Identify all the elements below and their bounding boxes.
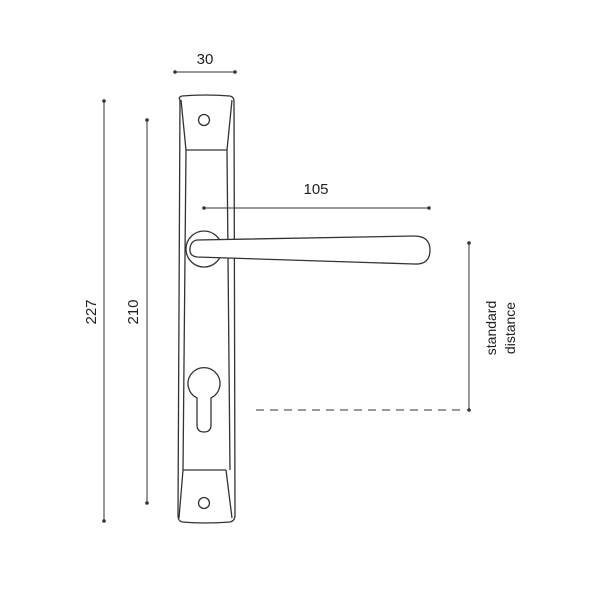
- plate-width-label: 30: [197, 51, 214, 68]
- lever-handle: [189, 235, 431, 265]
- hole-spacing-label: 210: [125, 299, 142, 324]
- backplate: [177, 94, 236, 524]
- dimension-plate-width: 30: [173, 51, 237, 74]
- screw-hole-top: [197, 113, 211, 127]
- dimension-overall-height: 227: [83, 99, 106, 523]
- standard-distance-label-2: distance: [502, 302, 518, 354]
- dimension-standard-distance: standard distance: [256, 241, 518, 412]
- screw-hole-bottom: [197, 496, 211, 510]
- overall-height-label: 227: [83, 299, 100, 324]
- lever-length-label: 105: [303, 181, 328, 198]
- standard-distance-label-1: standard: [483, 301, 499, 355]
- dimension-hole-spacing: 210: [125, 118, 149, 505]
- dimension-lever-length: 105: [202, 181, 431, 210]
- cylinder-keyhole: [187, 366, 221, 433]
